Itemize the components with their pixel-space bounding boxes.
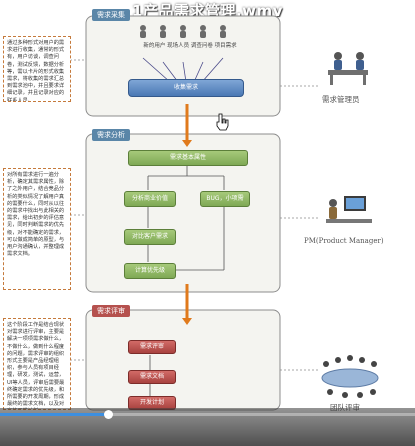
note-analysis: 对所有需求进行一遍分析，确定其需求属性，除了之外用户，结合竞品分析的类似情况了解… [3, 168, 71, 290]
side-links [70, 59, 318, 371]
team-review-label: 团队评审 [330, 402, 360, 413]
analysis-attributes-box: 需求基本属性 [128, 150, 248, 166]
stage-tab-review: 需求评审 [92, 305, 130, 317]
stage-frame-review [85, 309, 281, 411]
note-collect: 通过多种形式对用户的需求进行收集，通常的形式有，用户访谈，调查问卷，测试反馈，数… [3, 36, 71, 102]
team-review-illustration [321, 355, 379, 398]
analysis-compare-box: 对比客户需求 [124, 229, 176, 245]
user-sources-label: 新的用户 现场人员 调查问卷 项目需求 [143, 43, 237, 49]
note-review: 这个阶段工作是结合现状对需求进行评审，主要是解决一项项需求做什么，不做什么，做到… [3, 318, 71, 410]
video-progress-track[interactable] [0, 413, 415, 416]
stage-tab-collect: 需求采集 [92, 9, 130, 21]
user-figures [140, 25, 226, 38]
requirement-library-label: 需求管理员 [322, 95, 360, 104]
pm-label: PM(Product Manager) [304, 237, 384, 245]
video-progress-handle[interactable] [103, 410, 113, 419]
video-progress-fill [0, 413, 108, 416]
review-meeting-box: 需求评审 [128, 340, 176, 354]
analysis-connectors [147, 166, 225, 271]
source-arrows [142, 57, 224, 83]
hand-cursor-icon [216, 113, 229, 131]
analysis-priority-box: 计算优先级 [124, 263, 176, 279]
review-doc-box: 需求文档 [128, 370, 176, 384]
stage-frame-analysis [85, 133, 281, 293]
analysis-bug-box: BUG，小项需 [200, 191, 250, 207]
arrowhead-1 [182, 140, 192, 147]
arrowhead-2 [182, 318, 192, 325]
stage-tab-analysis: 需求分析 [92, 129, 130, 141]
collect-requirements-box: 收集需求 [128, 79, 244, 97]
requirement-library-illustration [328, 52, 368, 85]
analysis-value-box: 分析商业价值 [124, 191, 176, 207]
pm-illustration [326, 196, 372, 223]
